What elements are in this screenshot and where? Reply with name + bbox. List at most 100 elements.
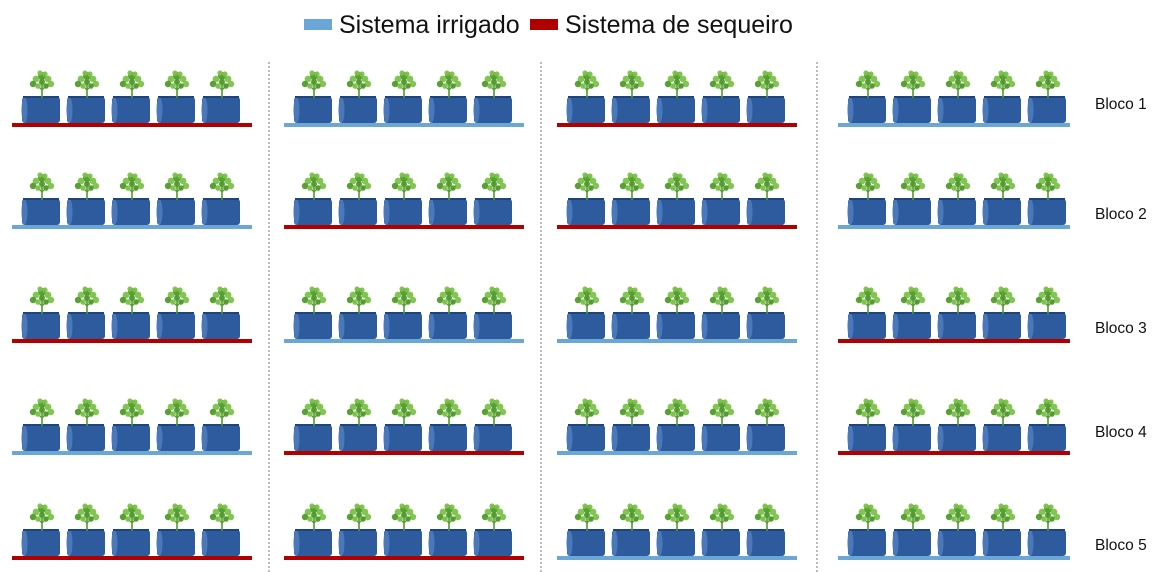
pot-icon bbox=[293, 172, 332, 225]
legend-label-sequeiro: Sistema de sequeiro bbox=[565, 11, 793, 39]
pot-icon bbox=[383, 503, 422, 556]
pot-icon bbox=[566, 172, 605, 225]
bench-bar-sequeiro bbox=[838, 451, 1070, 455]
bench-bar-irrigado bbox=[12, 225, 252, 229]
pot-icon bbox=[21, 286, 60, 339]
plant-icon bbox=[619, 172, 645, 200]
pot-icon bbox=[21, 398, 60, 451]
plant-icon bbox=[945, 70, 971, 98]
pot-icon bbox=[111, 398, 150, 451]
legend-swatch-sequeiro bbox=[530, 19, 558, 30]
pot-icon bbox=[428, 70, 467, 123]
plant-icon bbox=[436, 286, 462, 314]
pot-icon bbox=[611, 503, 650, 556]
pot-icon bbox=[892, 398, 931, 451]
bench-bar-irrigado bbox=[838, 225, 1070, 229]
plant-icon bbox=[209, 70, 235, 98]
plant-icon bbox=[209, 286, 235, 314]
plant-icon bbox=[574, 286, 600, 314]
plot-sequeiro bbox=[838, 286, 1070, 343]
pot-icon bbox=[611, 286, 650, 339]
block-label: Bloco 2 bbox=[1095, 206, 1147, 223]
pot-icon bbox=[473, 398, 512, 451]
pot-icon bbox=[1027, 70, 1066, 123]
plant-icon bbox=[619, 286, 645, 314]
plant-icon bbox=[664, 286, 690, 314]
plant-icon bbox=[664, 503, 690, 531]
pot-icon bbox=[937, 70, 976, 123]
pot-icon bbox=[338, 398, 377, 451]
plots-grid bbox=[12, 70, 1070, 560]
pot-icon bbox=[383, 172, 422, 225]
plant-icon bbox=[346, 70, 372, 98]
plot-sequeiro bbox=[838, 398, 1070, 455]
pot-icon bbox=[111, 172, 150, 225]
pot-icon bbox=[746, 398, 785, 451]
pot-icon bbox=[656, 503, 695, 556]
plant-icon bbox=[709, 503, 735, 531]
pot-icon bbox=[746, 172, 785, 225]
bench-bar-sequeiro bbox=[557, 225, 797, 229]
plant-icon bbox=[436, 70, 462, 98]
pot-icon bbox=[201, 398, 240, 451]
plant-icon bbox=[74, 286, 100, 314]
plot-irrigado bbox=[838, 172, 1070, 229]
pot-icon bbox=[66, 286, 105, 339]
pot-icon bbox=[566, 503, 605, 556]
plant-icon bbox=[900, 503, 926, 531]
bench-bar-sequeiro bbox=[557, 123, 797, 127]
pot-icon bbox=[473, 172, 512, 225]
block-label: Bloco 5 bbox=[1095, 537, 1147, 554]
plant-icon bbox=[574, 172, 600, 200]
plant-icon bbox=[709, 398, 735, 426]
plot-irrigado bbox=[284, 286, 524, 343]
plant-icon bbox=[29, 172, 55, 200]
pot-icon bbox=[293, 398, 332, 451]
pot-icon bbox=[1027, 286, 1066, 339]
plant-icon bbox=[1035, 286, 1061, 314]
plant-icon bbox=[391, 172, 417, 200]
block-labels: Bloco 1 Bloco 2 Bloco 3 Bloco 4 Bloco 5 bbox=[1095, 96, 1147, 554]
plot-sequeiro bbox=[284, 503, 524, 560]
bench-bar-sequeiro bbox=[12, 556, 252, 560]
plant-icon bbox=[119, 70, 145, 98]
plot-sequeiro bbox=[284, 172, 524, 229]
bench-bar-irrigado bbox=[838, 556, 1070, 560]
pot-icon bbox=[201, 286, 240, 339]
plant-icon bbox=[209, 503, 235, 531]
plot-irrigado bbox=[557, 398, 797, 455]
plant-icon bbox=[164, 503, 190, 531]
plant-icon bbox=[209, 172, 235, 200]
plant-icon bbox=[754, 172, 780, 200]
plant-icon bbox=[29, 286, 55, 314]
bench-bar-sequeiro bbox=[284, 451, 524, 455]
pot-icon bbox=[982, 70, 1021, 123]
plant-icon bbox=[574, 70, 600, 98]
pot-icon bbox=[746, 70, 785, 123]
plot-irrigado bbox=[838, 70, 1070, 127]
pot-icon bbox=[982, 286, 1021, 339]
pot-icon bbox=[66, 70, 105, 123]
plant-icon bbox=[164, 70, 190, 98]
plant-icon bbox=[301, 398, 327, 426]
pot-icon bbox=[566, 286, 605, 339]
plant-icon bbox=[119, 503, 145, 531]
plant-icon bbox=[481, 70, 507, 98]
pot-icon bbox=[847, 70, 886, 123]
plant-icon bbox=[754, 503, 780, 531]
plant-icon bbox=[436, 172, 462, 200]
pot-icon bbox=[701, 503, 740, 556]
plant-icon bbox=[74, 172, 100, 200]
plant-icon bbox=[346, 398, 372, 426]
plant-icon bbox=[391, 286, 417, 314]
pot-icon bbox=[937, 398, 976, 451]
plant-icon bbox=[754, 398, 780, 426]
plant-icon bbox=[754, 70, 780, 98]
pot-icon bbox=[21, 503, 60, 556]
bench-bar-irrigado bbox=[838, 123, 1070, 127]
pot-icon bbox=[656, 70, 695, 123]
plant-icon bbox=[436, 503, 462, 531]
pot-icon bbox=[201, 503, 240, 556]
pot-icon bbox=[156, 503, 195, 556]
